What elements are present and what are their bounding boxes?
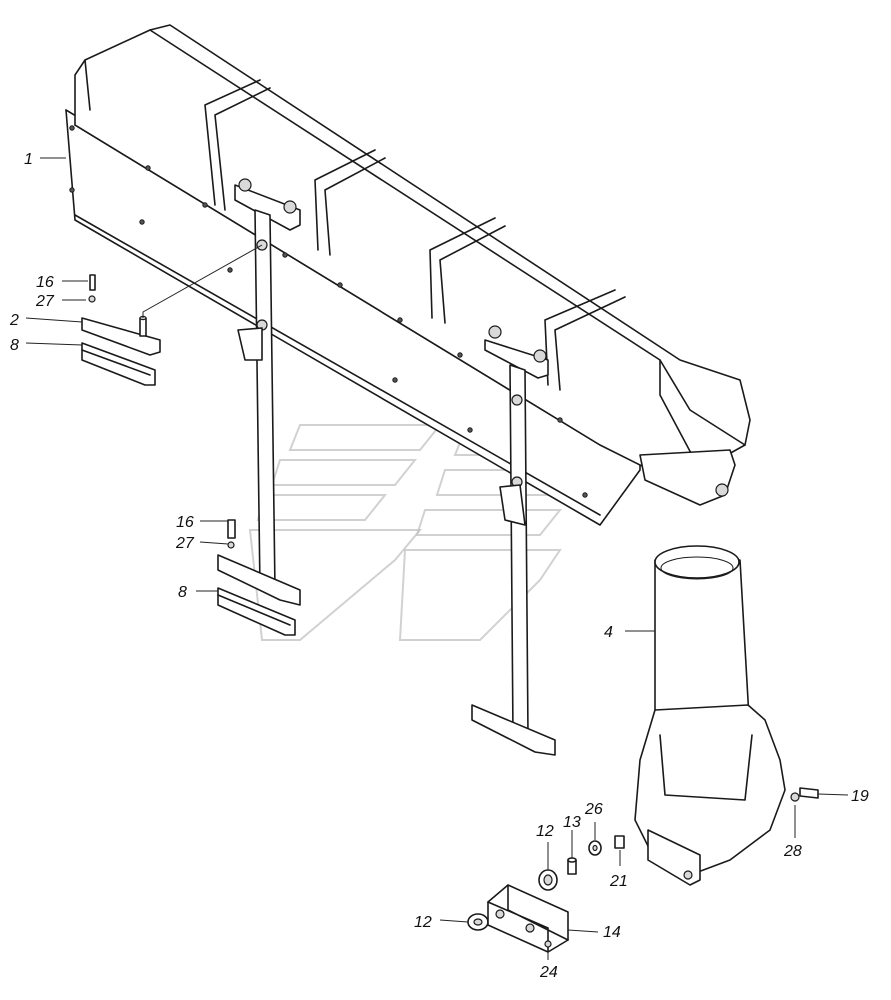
callout-26: 26 [584, 801, 603, 818]
callout-12-upper: 12 [536, 823, 554, 840]
part-13-bushing [567, 857, 577, 875]
callout-8-lower: 8 [178, 584, 187, 601]
callout-16-upper: 16 [36, 274, 54, 291]
callout-12-lower: 12 [414, 914, 432, 931]
callout-27-lower: 27 [175, 535, 195, 552]
callout-24: 24 [539, 964, 558, 981]
part-21-bolt [614, 835, 625, 849]
bracket-post-right [471, 325, 556, 756]
tank-straps [204, 79, 626, 391]
part-8-strip-lower [217, 587, 296, 636]
part-14-clamp-bracket [487, 884, 569, 953]
part-8-strip-upper [81, 342, 156, 386]
flange-bolts [69, 125, 588, 498]
callout-4: 4 [604, 624, 613, 641]
part-4-intake-pipe [634, 545, 786, 886]
callout-13: 13 [563, 814, 581, 831]
callout-8-upper: 8 [10, 337, 19, 354]
callout-27-upper: 27 [35, 293, 55, 310]
part-12-cushion-lower [467, 913, 489, 931]
leader-lines [25, 157, 849, 960]
callout-21: 21 [609, 873, 628, 890]
callout-19: 19 [851, 788, 869, 805]
part-19-28-bolt [790, 787, 819, 802]
part-26-washer [588, 840, 602, 856]
callout-16-lower: 16 [176, 514, 194, 531]
bracket-post-left [217, 178, 301, 606]
callout-2: 2 [9, 312, 19, 329]
part-1-tank-assembly [65, 24, 751, 526]
part-2-plate [81, 244, 263, 356]
callout-28: 28 [783, 843, 802, 860]
part-12-cushion-upper [538, 869, 558, 891]
callout-14: 14 [603, 924, 621, 941]
part-16-27-bolt-lower [227, 519, 236, 549]
callout-1: 1 [24, 151, 33, 168]
